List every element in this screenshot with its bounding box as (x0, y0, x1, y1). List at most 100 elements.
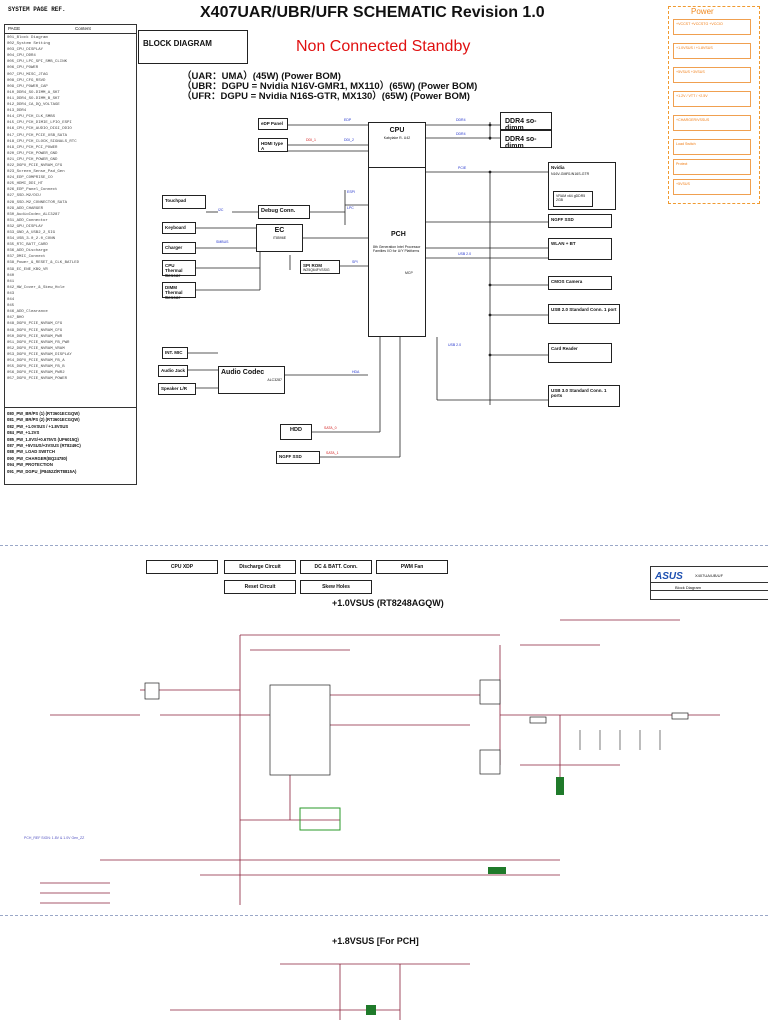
bus-spi: SPI (352, 260, 358, 264)
toc-row: 032_GPU_DISPLAY (7, 224, 44, 229)
nvidia-title: Nvidia (551, 165, 565, 170)
toc-row: 043 (7, 291, 15, 296)
power-item[interactable]: +CHARGER/VSSUS (673, 115, 751, 131)
title-block: ASUS X407UA/UB/UF Block Diagram (650, 566, 768, 600)
toc-row: 027_SSD-M2/DCU (7, 194, 41, 199)
bus-edp: EDP (344, 118, 352, 122)
keyboard-box: Keyboard (162, 222, 196, 234)
audio-jack-box: Audio Jack (158, 365, 188, 377)
skew-holes-button[interactable]: Skew Holes (300, 580, 372, 594)
pwm-fan-button[interactable]: PWM Fan (376, 560, 448, 574)
toc-row: 026_EDP_Panel_Connect (7, 188, 58, 193)
wlan-bt-box: WLAN + BT (548, 238, 612, 260)
toc-row: 035_RTC_BATT_CARD (7, 243, 48, 248)
spi-rom-sub: W25Q64FVSSIG (303, 268, 330, 272)
toc-row: 055_DGPU_PCIE_NVRAM_FB_B (7, 365, 65, 370)
spi-rom-box: SPI ROM W25Q64FVSSIG (300, 260, 340, 274)
power-item[interactable]: +1.0VSUS / +1.8VSUS (673, 43, 751, 59)
nvidia-sub: N16V-GMR1/N16S-GTR (551, 172, 590, 176)
cpu-sub: Kabylake R- U42 (383, 136, 411, 140)
toc-power-row: 080_PW_BR/PS (1) (RT3601ECGQW) (7, 411, 80, 416)
toc-row: 019_CPU_PCH_PCI_POWER (7, 145, 58, 150)
toc-row: 046_ADD_Clearance (7, 310, 48, 315)
toc-row: 053_DGPU_PCIE_NVRAM_DISPLAY (7, 352, 72, 357)
ec-sub: IT8596E (272, 236, 287, 240)
toc-row: 056_DGPU_PCIE_NVRAM_PWR2 (7, 371, 65, 376)
cpu-xdp-button[interactable]: CPU XDP (146, 560, 218, 574)
nvidia-gpu-box: Nvidia N16V-GMR1/N16S-GTR VRAM x64 gDDR5… (548, 162, 616, 210)
bus-pcie: PCIE (458, 166, 467, 170)
toc-row: 038_Power_&_RESET_&_CLK_BATLED (7, 261, 80, 266)
toc-row: 008_CPU_CFG_RSVD (7, 78, 46, 83)
usb30-conn-box: USB 3.0 Standard Conn. 1 ports (548, 385, 620, 407)
toc-power-row: 094_PW_PROTECTION (7, 462, 53, 468)
toc-row: 025_HDMI_DDI_HT (7, 182, 44, 187)
ddr4-dimm-a: DDR4 so-dimm (500, 112, 552, 132)
toc-row: 004_CPU_DDR4 (7, 54, 36, 59)
toc-row: 050_DGPU_PCIE_NVRAM_PWR (7, 334, 63, 339)
toc-row: 042_HW_Cover_&_Skew_Hole (7, 285, 65, 290)
toc-row: 015_CPU_PCH_DIMIE_LPIO_ESPI (7, 121, 72, 126)
toc-row: 052_DGPU_PCIE_NVRAM_VRAM (7, 346, 65, 351)
toc-row: 037_DMIC_Connect (7, 255, 46, 260)
ec-box: EC IT8596E (256, 224, 303, 252)
toc-col-page: PAGE (8, 26, 21, 31)
dimm-thermal-box: DIMM Thermal Sensor (162, 282, 196, 300)
audio-codec-title: Audio Codec (221, 369, 265, 376)
toc-row: 031_ADD_Connector (7, 218, 48, 223)
cpu-pch-block: CPU Kabylake R- U42 PCH 8th Generation I… (368, 122, 426, 337)
toc-heading: SYSTEM PAGE REF. (8, 6, 66, 13)
power-item[interactable]: +5VSUS (673, 179, 751, 195)
dc-batt-conn-button[interactable]: DC & BATT. Conn. (300, 560, 372, 574)
toc-row: 020_CPU_PCH_POWER_GND (7, 151, 58, 156)
cmos-camera-box: CMOS Camera (548, 276, 612, 290)
toc-power-row: 084_PW_+1.2VS (7, 430, 40, 436)
power-panel-title: Power (691, 7, 714, 16)
schematic-title: X407UAR/UBR/UFR SCHEMATIC Revision 1.0 (200, 4, 545, 21)
bus-lpc: LPC (347, 206, 354, 210)
pch-sub: 8th Generation Intel Processor Families … (373, 245, 421, 253)
toc-row: 005_CPU_LPC_SPI_SMB_CLINK (7, 60, 68, 65)
block-diagram-wiring (188, 122, 548, 458)
ngff-ssd-box: NGFF SSD (548, 214, 612, 228)
toc-power-rows: 080_PW_BR/PS (1) (RT3601ECGQW)081_PW_BR/… (7, 411, 81, 475)
bus-ddi-1: DDI_1 (306, 138, 316, 142)
power-item[interactable]: +5VSUS +3VSUS (673, 67, 751, 83)
toc-row: 009_CPU_POWER_CAP (7, 84, 48, 89)
toc-row: 041 (7, 279, 15, 284)
toc-row: 048_DGPU_PCIE_NVRAM_CFG (7, 322, 63, 327)
power-item[interactable]: Load Switch (673, 139, 751, 155)
toc-power-row: 085_PW_1.0VS/+0.675VS (UP6015Q) (7, 436, 79, 442)
power-item[interactable]: +VCCST +VCCSTG +VCCIO (673, 19, 751, 35)
section-divider-2 (0, 915, 768, 916)
power-item[interactable]: Protect (673, 159, 751, 175)
int-mic-box: INT. MIC (162, 347, 188, 359)
toc-row: 006_CPU_POWER (7, 66, 39, 71)
discharge-circuit-button[interactable]: Discharge Circuit (224, 560, 296, 574)
toc-row: 022_DGPU_PCIE_NVRAM_CFG (7, 163, 63, 168)
bus-hda: HDA (352, 370, 360, 374)
hdmi-box: HDMI type A (258, 138, 288, 152)
toc-power-row: 088_PW_LOAD SWITCH (7, 449, 55, 455)
schematic-note: PCH_REF SIGN: 1.8V & 1.0V Gen_ZZ (24, 836, 85, 840)
schematic-1v8-title: +1.8VSUS [For PCH] (332, 936, 419, 946)
bus-smbus: SMBUS (216, 240, 229, 244)
toc-row: 028_SSD-M2_CONNECTOR_SATA (7, 200, 68, 205)
toc-row: 033_GND_A_USB2_2_SIG (7, 231, 56, 235)
toc-row: 024_EDP_COMPRISE_CO (7, 176, 53, 181)
reset-circuit-button[interactable]: Reset Circuit (224, 580, 296, 594)
hdd-box: HDD (280, 424, 312, 440)
title-block-model: X407UA/UB/UF (695, 573, 724, 578)
toc-row: 036_ADD_Discharge (7, 249, 48, 254)
usb20-conn-box: USB 2.0 Standard Conn. 1 port (548, 304, 620, 324)
power-item[interactable]: +1.2V / VTT / +2.5V (673, 91, 751, 107)
toc-col-content: Content (75, 26, 91, 31)
bus-ddr4-b: DDR4 (456, 132, 466, 136)
toc-row: 018_CPU_PCH_CLOCK_SIGNALS_RTC (7, 139, 77, 144)
touchpad-box: Touchpad (162, 195, 206, 209)
bom-line-ufr: （UFR：DGPU = Nvidia N16S-GTR, MX130）(65W)… (182, 91, 470, 102)
bus-ddr4-a: DDR4 (456, 118, 466, 122)
pch-mcp: MCP (405, 271, 413, 275)
ddr4-dimm-b: DDR4 so-dimm (500, 130, 552, 150)
